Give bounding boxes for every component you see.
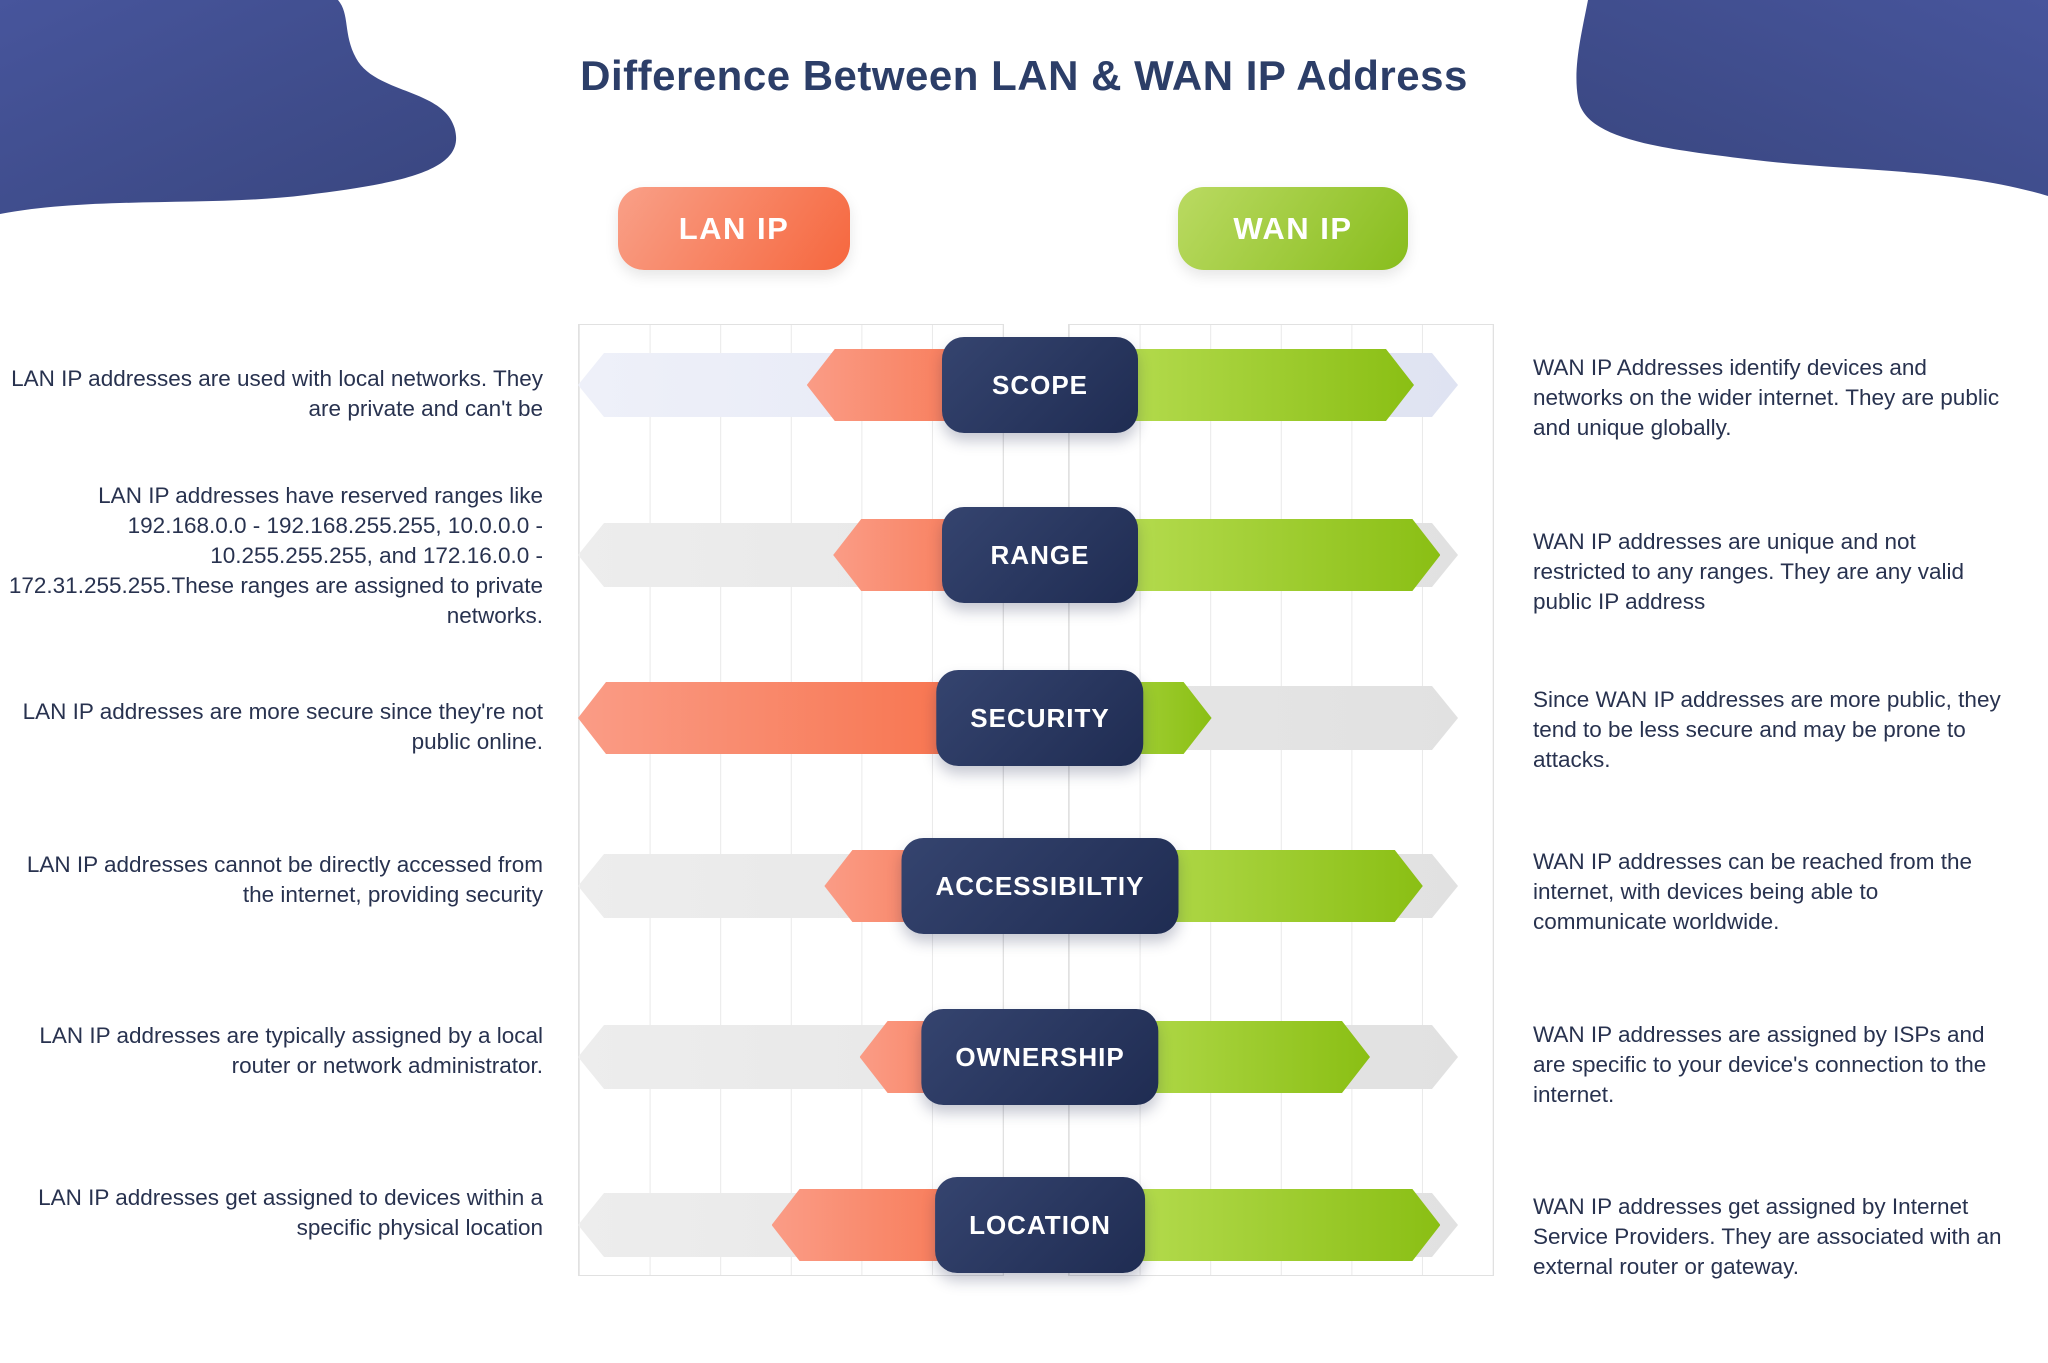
lan-description-security: LAN IP addresses are more secure since t… bbox=[22, 699, 543, 754]
row-label-ownership: OWNERSHIP bbox=[921, 1009, 1159, 1105]
row-label-range: RANGE bbox=[942, 507, 1138, 603]
bar-row-security: SECURITY bbox=[578, 670, 1458, 766]
row-label-location: LOCATION bbox=[935, 1177, 1145, 1273]
wan-description-accessibility: WAN IP addresses can be reached from the… bbox=[1533, 849, 1972, 934]
row-label-accessibility: ACCESSIBILTIY bbox=[901, 838, 1179, 934]
wan-description-scope: WAN IP Addresses identify devices and ne… bbox=[1533, 355, 2000, 440]
wan-description-range: WAN IP addresses are unique and not rest… bbox=[1533, 529, 1965, 614]
bar-row-accessibility: ACCESSIBILTIY bbox=[578, 838, 1458, 934]
corner-blob-top-left bbox=[0, 0, 457, 214]
bar-row-range: RANGE bbox=[578, 507, 1458, 603]
row-label-security: SECURITY bbox=[936, 670, 1144, 766]
bar-row-ownership: OWNERSHIP bbox=[578, 1009, 1458, 1105]
lan-description-location: LAN IP addresses get assigned to devices… bbox=[38, 1185, 543, 1240]
wan-description-security: Since WAN IP addresses are more public, … bbox=[1533, 687, 2001, 772]
wan-description-ownership: WAN IP addresses are assigned by ISPs an… bbox=[1533, 1022, 1987, 1107]
bar-row-scope: SCOPE bbox=[578, 337, 1458, 433]
lan-description-ownership: LAN IP addresses are typically assigned … bbox=[39, 1023, 543, 1078]
lan-description-accessibility: LAN IP addresses cannot be directly acce… bbox=[26, 852, 543, 907]
bar-row-location: LOCATION bbox=[578, 1177, 1458, 1273]
lan-description-range: LAN IP addresses have reserved ranges li… bbox=[8, 483, 543, 628]
wan-description-location: WAN IP addresses get assigned by Interne… bbox=[1533, 1194, 2002, 1279]
page-title: Difference Between LAN & WAN IP Address bbox=[580, 52, 1468, 99]
wan-ip-badge: WAN IP bbox=[1178, 187, 1408, 270]
grid-panel-wan bbox=[1068, 324, 1494, 1276]
row-label-scope: SCOPE bbox=[942, 337, 1138, 433]
corner-blob-top-right bbox=[1576, 0, 2048, 196]
lan-description-scope: LAN IP addresses are used with local net… bbox=[11, 366, 543, 421]
grid-panel-lan bbox=[578, 324, 1004, 1276]
lan-ip-badge: LAN IP bbox=[618, 187, 850, 270]
